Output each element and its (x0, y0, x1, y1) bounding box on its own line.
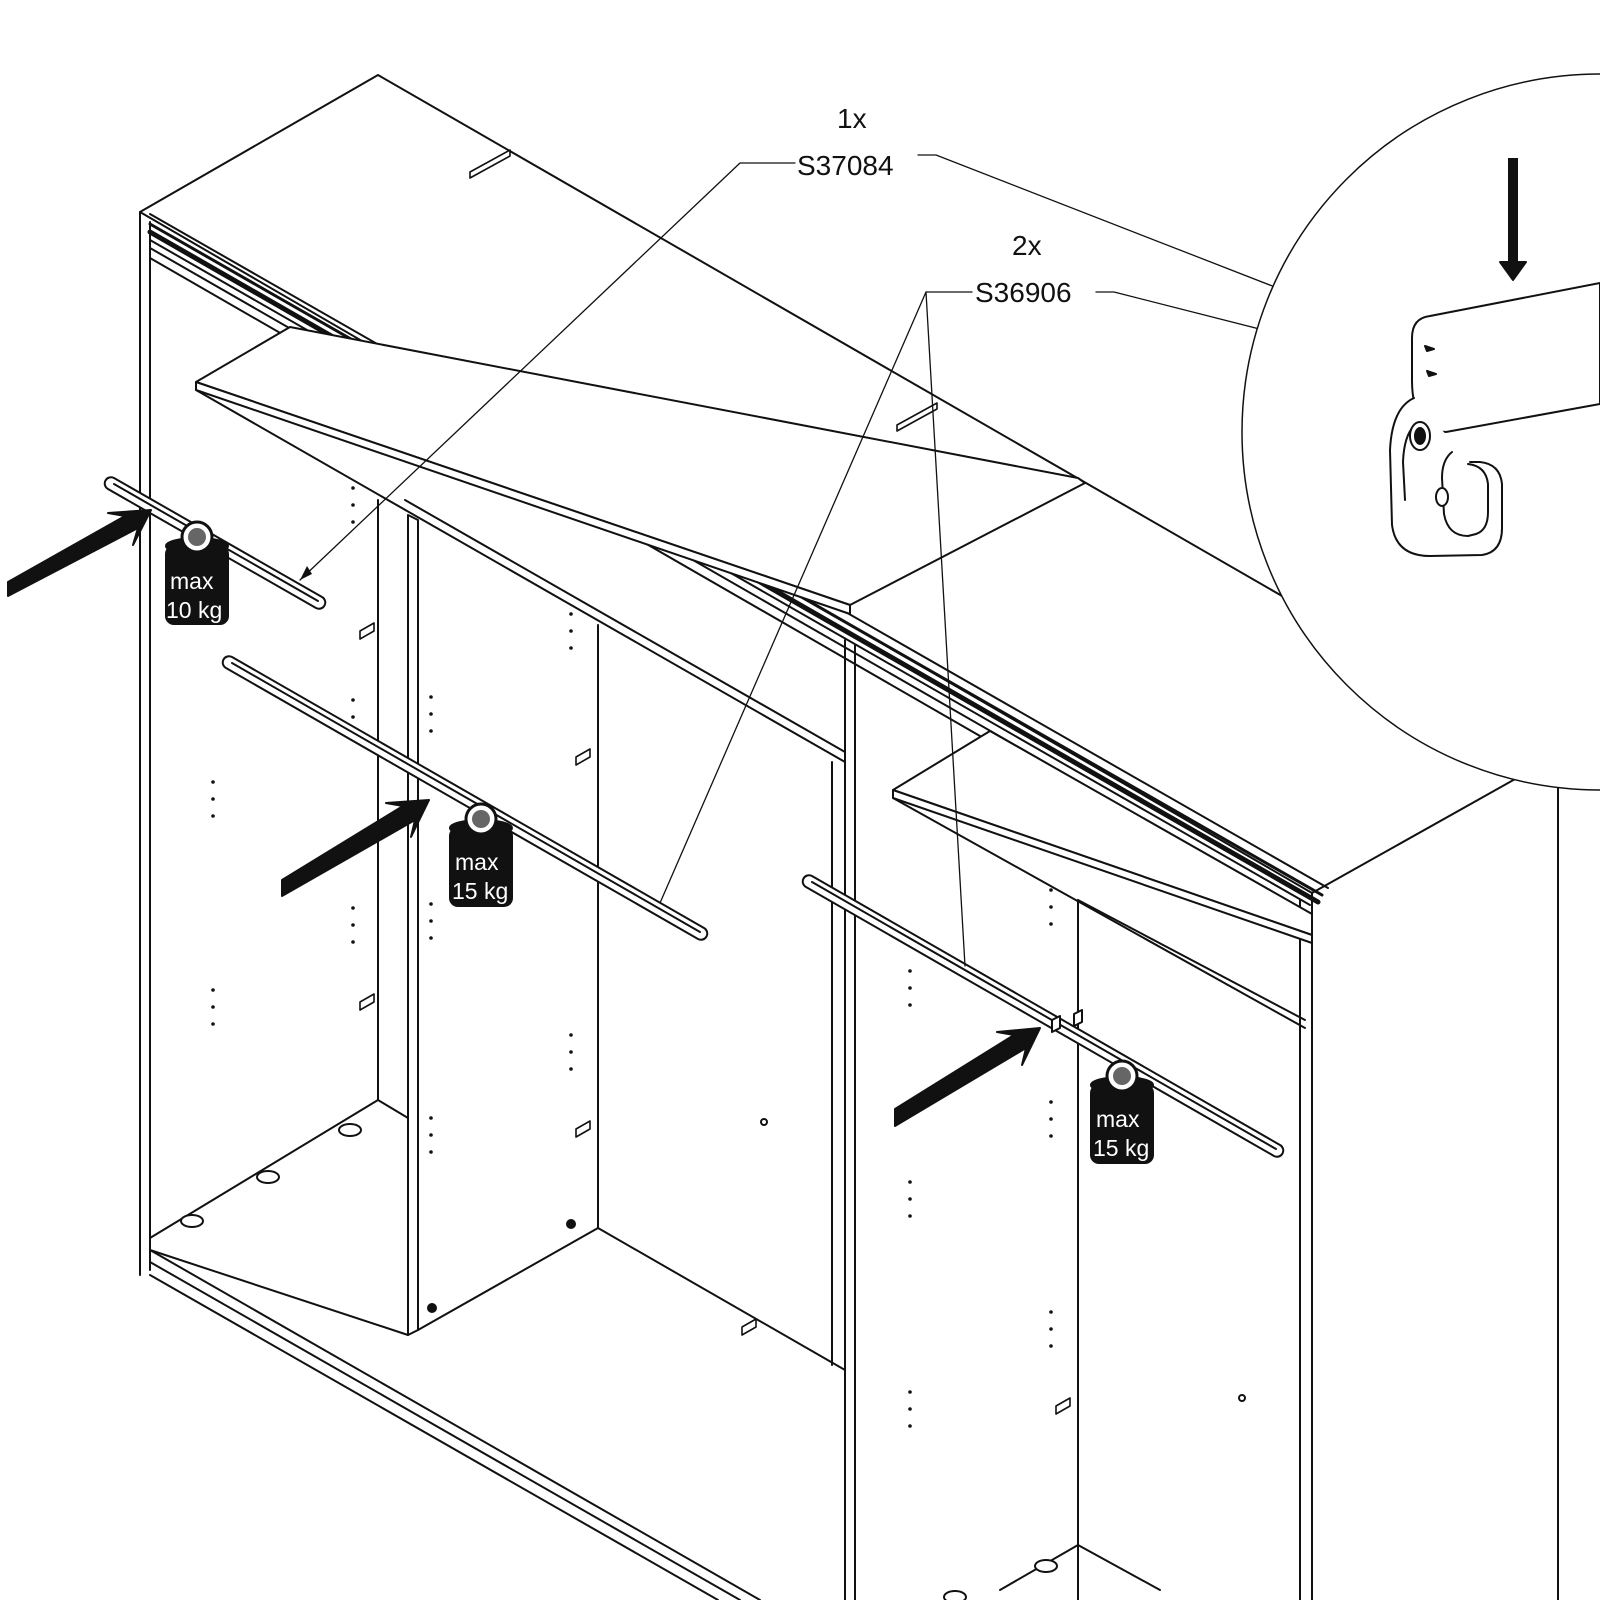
weight-load-label: 15 kg (1093, 1135, 1149, 1161)
weight-load-label: 10 kg (166, 597, 222, 623)
weight-load-label: 15 kg (452, 878, 508, 904)
rail-part-code: S37084 (797, 150, 894, 181)
push-arrow-left (7, 509, 152, 597)
weight-max-label: max (1096, 1106, 1140, 1132)
holder-part-code: S36906 (975, 277, 1072, 308)
hanging-rod-right (801, 874, 1285, 1158)
press-down-arrow (1499, 158, 1527, 281)
push-arrow-centre (281, 799, 430, 897)
rail-quantity: 1x (837, 103, 867, 134)
hanging-rod-centre (221, 655, 709, 941)
weight-max-label: max (170, 568, 214, 594)
weight-icon (449, 802, 513, 907)
weight-max-label: max (455, 849, 499, 875)
weight-icon (165, 520, 229, 625)
leader-arrowheads (300, 566, 312, 580)
holder-quantity: 2x (1012, 230, 1042, 261)
weight-icon (1090, 1059, 1154, 1164)
push-arrow-right (894, 1027, 1041, 1127)
cabinet-interior (149, 149, 1423, 1604)
